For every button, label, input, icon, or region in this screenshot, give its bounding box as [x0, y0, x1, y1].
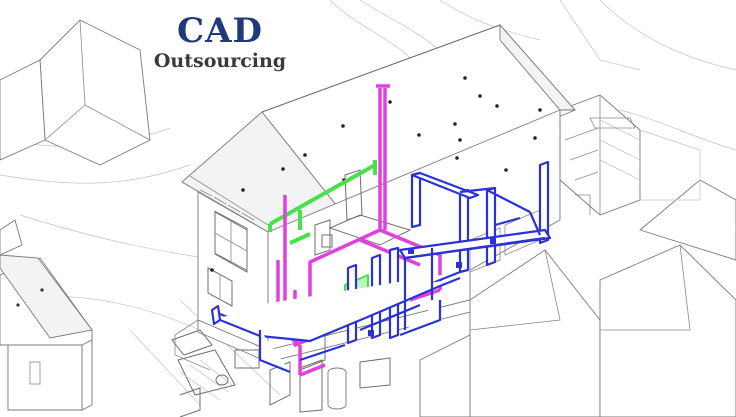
roof-vents	[210, 76, 542, 272]
background-house-bottom-right	[419, 179, 736, 417]
background-house-top-left	[0, 19, 151, 166]
main-house	[174, 23, 576, 371]
duct-registers	[368, 238, 496, 336]
blue-duct-system	[210, 160, 552, 374]
background-deck-right	[559, 94, 701, 216]
background-house-bottom-left	[0, 219, 93, 411]
